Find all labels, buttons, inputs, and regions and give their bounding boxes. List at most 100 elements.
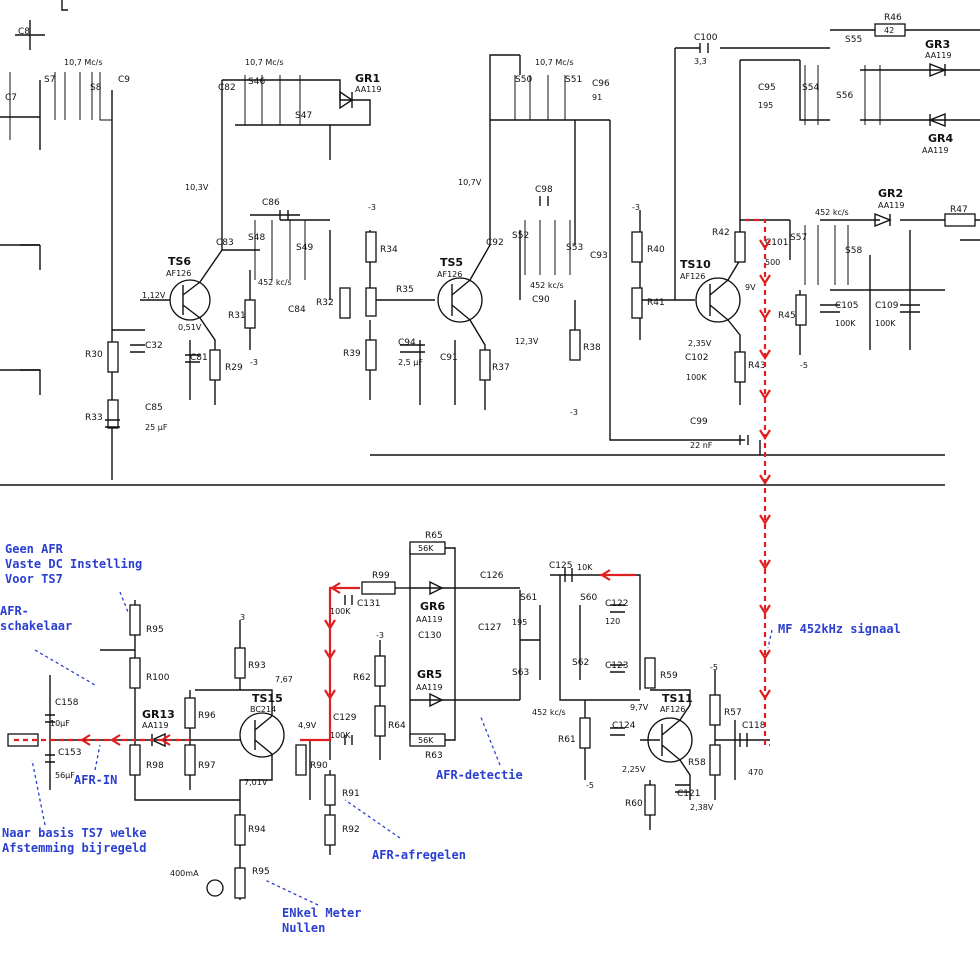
pos3: 3 [240, 613, 245, 622]
s46-label: S46 [248, 77, 265, 87]
s54-label: S54 [802, 83, 819, 93]
r93-label: R93 [248, 661, 266, 671]
v-7-67: 7,67 [275, 675, 293, 684]
c98-label: C98 [535, 185, 553, 195]
neg5-a: -5 [800, 361, 808, 370]
c125-label: C125 [549, 561, 572, 571]
ts15-type: BC214 [250, 705, 276, 714]
annotation-line: Afstemming bijregeld [2, 841, 147, 855]
annotation-afr-in: AFR-IN [74, 773, 118, 787]
top-wiring [0, 0, 980, 486]
r41-label: R41 [647, 298, 665, 308]
ts11-type: AF126 [660, 705, 685, 714]
c7-label: C7 [5, 93, 17, 103]
neg5-c: -5 [586, 781, 594, 790]
c102-label: C102 [685, 353, 708, 363]
c123-label: C123 [605, 661, 628, 671]
r96-label: R96 [198, 711, 216, 721]
gr2-type: AA119 [878, 201, 904, 210]
c81-label: C81 [190, 353, 208, 363]
freq-107-b: 10,7 Mc/s [245, 58, 284, 67]
r63-label: R63 [425, 751, 443, 761]
c85-value: 25 µF [145, 423, 168, 432]
r65-value: 56K [418, 544, 434, 553]
r39-label: R39 [343, 349, 361, 359]
c121-label: C121 [677, 789, 700, 799]
r94-label: R94 [248, 825, 266, 835]
c122-value: 120 [605, 617, 620, 626]
annotation-line: Voor TS7 [5, 572, 63, 586]
annotation-arrows [31, 591, 773, 906]
r47-label: R47 [950, 205, 968, 215]
c131-label: C131 [357, 599, 380, 609]
c86-label: C86 [262, 198, 280, 208]
c131-value: 100K [330, 607, 351, 616]
c153-value: 56µF [55, 771, 75, 780]
v-2-38: 2,38V [690, 803, 714, 812]
v-4-9: 4,9V [298, 721, 317, 730]
s8-label: S8 [90, 83, 102, 93]
neg3-e: -3 [376, 631, 384, 640]
neg5-b: -5 [710, 663, 718, 672]
c109-label: C109 [875, 301, 899, 311]
s53-label: S53 [566, 243, 583, 253]
c95-value: 195 [758, 101, 773, 110]
annotation-enkel-meter: ENkel Meter Nullen [282, 906, 361, 936]
c100-label: C100 [694, 33, 718, 43]
c96-label: C96 [592, 79, 610, 89]
milliamp: 400mA [170, 869, 199, 878]
annotation-line: AFR- [0, 604, 29, 618]
freq-452-d: 452 kc/s [532, 708, 566, 717]
c129-label: C129 [333, 713, 357, 723]
neg3-a: -3 [368, 203, 376, 212]
neg3-b: -3 [632, 203, 640, 212]
r98-label: R98 [146, 761, 164, 771]
r95b-label: R95 [252, 867, 270, 877]
annotation-geen-afr: Geen AFR Vaste DC Instelling Voor TS7 [5, 542, 142, 587]
c99-label: C99 [690, 417, 708, 427]
s51-label: S51 [565, 75, 582, 85]
c153-label: C153 [58, 748, 81, 758]
signal-paths [10, 218, 771, 747]
v-9: 9V [745, 283, 756, 292]
r30-label: R30 [85, 350, 103, 360]
r46-value: 42 [884, 26, 894, 35]
r60-label: R60 [625, 799, 643, 809]
r37-label: R37 [492, 363, 510, 373]
gr3-type: AA119 [925, 51, 951, 60]
c94-label: C94 [398, 338, 416, 348]
bottom-labels: TS15 BC214 TS11 AF126 GR5 AA119 GR6 AA11… [50, 531, 766, 878]
c130-label: C130 [418, 631, 442, 641]
annotation-line: schakelaar [0, 619, 73, 633]
r57-label: R57 [724, 708, 742, 718]
gr6-label: GR6 [420, 600, 445, 613]
c124-label: C124 [612, 721, 636, 731]
s55-label: S55 [845, 35, 862, 45]
c99-value: 22 nF [690, 441, 713, 450]
r43-label: R43 [748, 361, 766, 371]
gr3-label: GR3 [925, 38, 950, 51]
annotation-afr-detectie: AFR-detectie [436, 768, 523, 782]
gr13-label: GR13 [142, 708, 175, 721]
v-2-25: 2,25V [622, 765, 646, 774]
c92-label: C92 [486, 238, 504, 248]
v-9-7: 9,7V [630, 703, 649, 712]
freq-107-a: 10,7 Mc/s [64, 58, 103, 67]
s61-label: S61 [520, 593, 537, 603]
freq-452-a: 452 kc/s [258, 278, 292, 287]
ts6-label: TS6 [168, 255, 191, 268]
c105-label: C105 [835, 301, 858, 311]
r40-label: R40 [647, 245, 665, 255]
c8-label: C8 [18, 27, 30, 37]
freq-107-c: 10,7 Mc/s [535, 58, 574, 67]
ts11-label: TS11 [662, 692, 693, 705]
r64-label: R64 [388, 721, 406, 731]
c83-label: C83 [216, 238, 234, 248]
annotation-line: Naar basis TS7 welke [2, 826, 147, 840]
r99-label: R99 [372, 571, 390, 581]
r65-label: R65 [425, 531, 443, 541]
s56-label: S56 [836, 91, 853, 101]
c93-label: C93 [590, 251, 608, 261]
s7-label: S7 [44, 75, 55, 85]
